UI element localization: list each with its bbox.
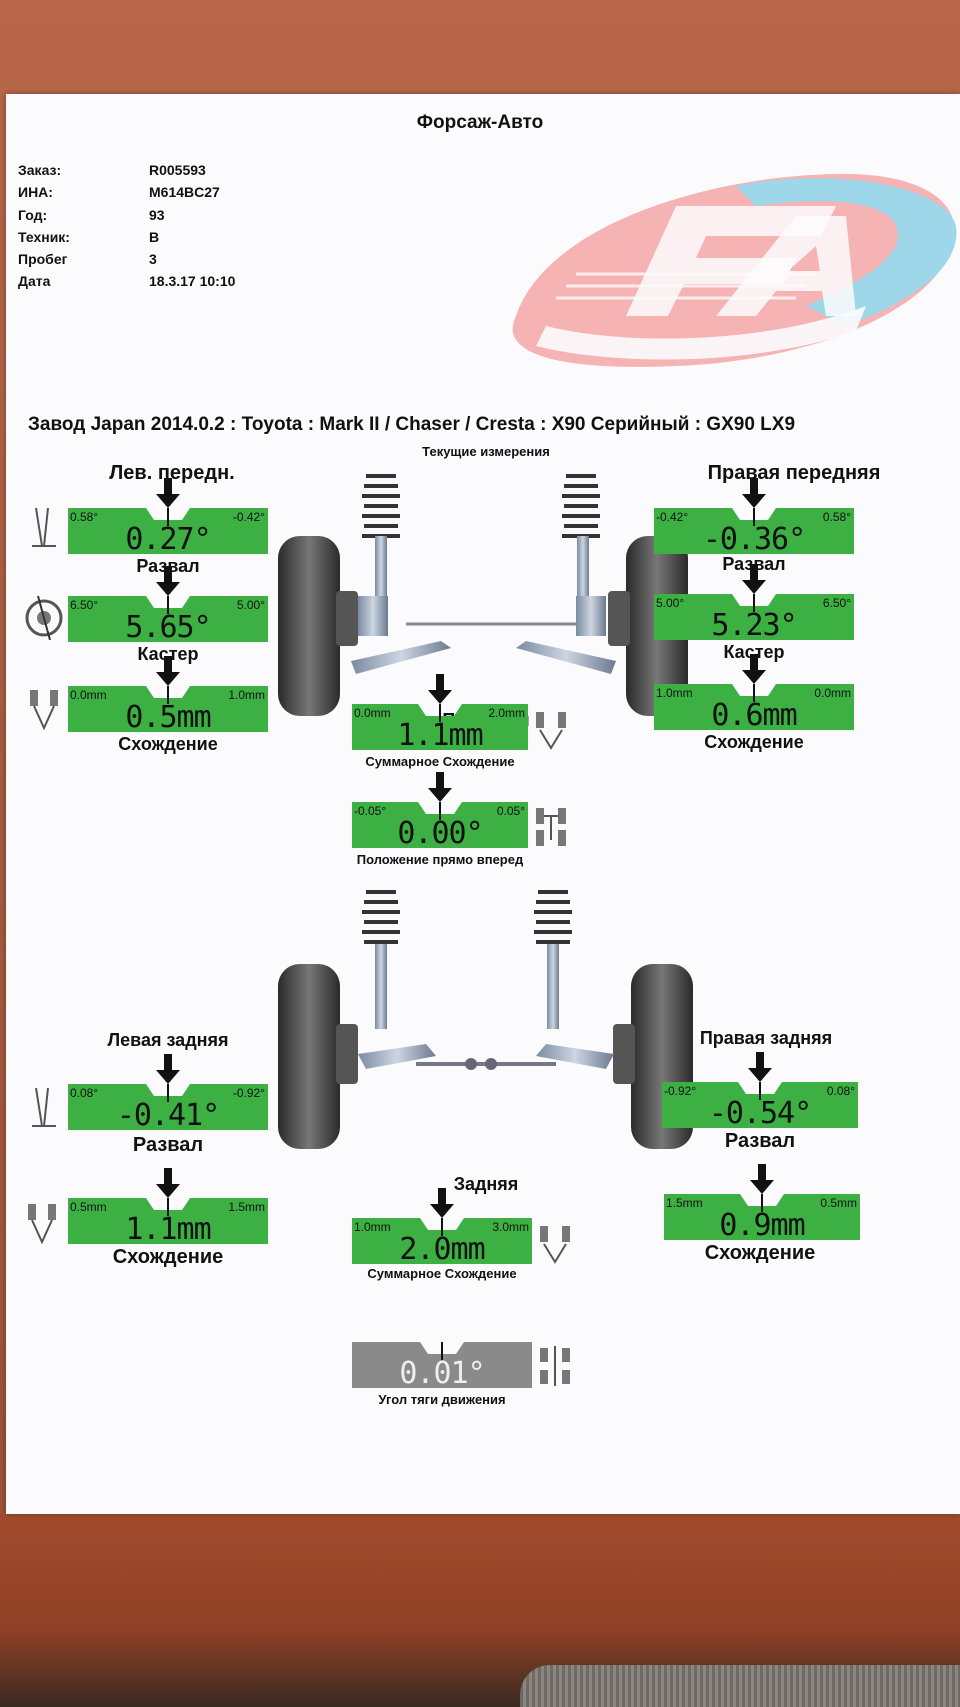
straight-ahead-label: Положение прямо вперед bbox=[356, 852, 524, 867]
gauge-bar bbox=[352, 802, 528, 848]
gauge-background bbox=[352, 704, 528, 750]
rear-right-toe-label: Схождение bbox=[704, 1242, 816, 1264]
steering-icon bbox=[536, 808, 566, 846]
pointer-arrow-icon bbox=[742, 654, 766, 684]
front-right-toe-label: Схождение bbox=[704, 732, 804, 752]
straight-ahead-gauge: -0.05° 0.05° 0.00° bbox=[352, 772, 528, 851]
info-row: Год:93 bbox=[18, 206, 165, 223]
front-right-title: Правая передняя bbox=[707, 462, 881, 484]
rear-left-camber-label: Развал bbox=[132, 1134, 204, 1156]
rear-suspension-illustration bbox=[278, 890, 693, 1149]
rear-left-camber-gauge: 0.08° -0.92° -0.41° bbox=[68, 1054, 268, 1133]
front-left-caster-gauge: 6.50° 5.00° 5.65° bbox=[68, 566, 268, 645]
rear-right-camber-label: Развал bbox=[724, 1130, 796, 1152]
pointer-arrow-icon bbox=[742, 478, 766, 508]
gauge-background bbox=[68, 1084, 268, 1130]
front-right-caster-gauge: 5.00° 6.50° 5.23° bbox=[654, 564, 854, 643]
rear-right-title: Правая задняя bbox=[699, 1028, 833, 1048]
info-row: ИНА:M614BC27 bbox=[18, 184, 220, 201]
gauge-background bbox=[68, 508, 268, 554]
camber-icon bbox=[32, 507, 56, 547]
gauge-background bbox=[664, 1194, 860, 1240]
gauge-bar bbox=[68, 1198, 268, 1244]
current-measurements-label: Текущие измерения bbox=[422, 444, 550, 459]
rear-right-camber-gauge: -0.92° 0.08° -0.54° bbox=[662, 1052, 858, 1131]
pointer-arrow-icon bbox=[156, 566, 180, 596]
gauge-bar bbox=[68, 686, 268, 732]
thrust-icon bbox=[540, 1346, 570, 1386]
toe-icon bbox=[30, 690, 58, 730]
front-left-toe-gauge: 0.0mm 1.0mm 0.5mm bbox=[68, 656, 268, 735]
gauge-background bbox=[352, 1218, 532, 1264]
rear-left-title: Левая задняя bbox=[107, 1030, 229, 1050]
rear-total-toe-label: Суммарное Схождение bbox=[367, 1266, 517, 1281]
rear-left-toe-gauge: 0.5mm 1.5mm 1.1mm bbox=[68, 1168, 268, 1247]
gauge-bar bbox=[662, 1082, 858, 1128]
gauge-bar bbox=[352, 1218, 532, 1264]
gauge-bar bbox=[654, 508, 854, 554]
total-toe-icon bbox=[536, 712, 566, 750]
pointer-arrow-icon bbox=[750, 1164, 774, 1194]
gauge-bar bbox=[664, 1194, 860, 1240]
pointer-arrow-icon bbox=[156, 656, 180, 686]
pointer-arrow-icon bbox=[156, 478, 180, 508]
rear-toe-icon bbox=[28, 1204, 56, 1244]
front-left-camber-gauge: 0.58° -0.42° 0.27° bbox=[68, 478, 268, 557]
gauge-background bbox=[68, 1198, 268, 1244]
rear-right-toe-gauge: 1.5mm 0.5mm 0.9mm bbox=[664, 1164, 860, 1243]
front-left-toe-label: Схождение bbox=[118, 734, 218, 754]
gauge-bar bbox=[68, 508, 268, 554]
gauge-bar bbox=[352, 1342, 532, 1388]
pointer-arrow-icon bbox=[428, 772, 452, 802]
rear-total-toe-icon bbox=[540, 1226, 570, 1264]
gauge-background bbox=[68, 596, 268, 642]
company-name: Форсаж-Авто bbox=[416, 112, 544, 133]
gauge-background bbox=[352, 802, 528, 848]
front-left-caster-label: Кастер bbox=[137, 644, 199, 664]
pointer-arrow-icon bbox=[748, 1052, 772, 1082]
order-info: Заказ:R005593 ИНА:M614BC27 Год:93 Техник… bbox=[18, 162, 235, 296]
gauge-background bbox=[662, 1082, 858, 1128]
gauge-background bbox=[654, 508, 854, 554]
pointer-arrow-icon bbox=[156, 1054, 180, 1084]
gauge-background bbox=[654, 684, 854, 730]
vehicle-spec: Завод Japan 2014.0.2 : Toyota : Mark II … bbox=[28, 414, 796, 435]
company-logo bbox=[512, 173, 957, 367]
rear-camber-icon bbox=[32, 1087, 56, 1127]
front-total-toe-label: Суммарное Схождение bbox=[365, 754, 515, 769]
front-left-title: Лев. передн. bbox=[109, 462, 235, 484]
gauge-bar bbox=[68, 1084, 268, 1130]
gauge-background bbox=[352, 1342, 532, 1388]
pointer-arrow-icon bbox=[430, 1188, 454, 1218]
info-row: Техник:B bbox=[18, 228, 160, 245]
info-row: Заказ:R005593 bbox=[18, 162, 206, 178]
thrust-angle-gauge: 0.01° bbox=[352, 1342, 532, 1391]
front-suspension-illustration bbox=[278, 474, 688, 716]
front-total-toe-gauge: 0.0mm 2.0mm 1.1mm bbox=[352, 674, 528, 753]
front-right-caster-label: Кастер bbox=[723, 642, 785, 662]
rear-left-toe-label: Схождение bbox=[112, 1246, 224, 1268]
gauge-bar bbox=[68, 596, 268, 642]
gauge-background bbox=[68, 686, 268, 732]
gauge-bar bbox=[352, 704, 528, 750]
pointer-arrow-icon bbox=[156, 1168, 180, 1198]
gauge-bar bbox=[654, 684, 854, 730]
rear-total-toe-gauge: 1.0mm 3.0mm 2.0mm bbox=[352, 1188, 532, 1267]
pointer-arrow-icon bbox=[428, 674, 452, 704]
front-right-camber-gauge: -0.42° 0.58° -0.36° bbox=[654, 478, 854, 557]
alignment-report: Форсаж-Авто Заказ:R005593 ИНА:M614BC27 Г… bbox=[6, 94, 960, 1514]
caster-icon bbox=[25, 595, 63, 640]
rear-axle-title: Задняя bbox=[453, 1174, 519, 1194]
pointer-arrow-icon bbox=[742, 564, 766, 594]
gauge-bar bbox=[654, 594, 854, 640]
fabric-edge bbox=[520, 1665, 960, 1707]
gauge-background bbox=[654, 594, 854, 640]
front-right-toe-gauge: 1.0mm 0.0mm 0.6mm bbox=[654, 654, 854, 733]
thrust-angle-label: Угол тяги движения bbox=[378, 1392, 506, 1407]
